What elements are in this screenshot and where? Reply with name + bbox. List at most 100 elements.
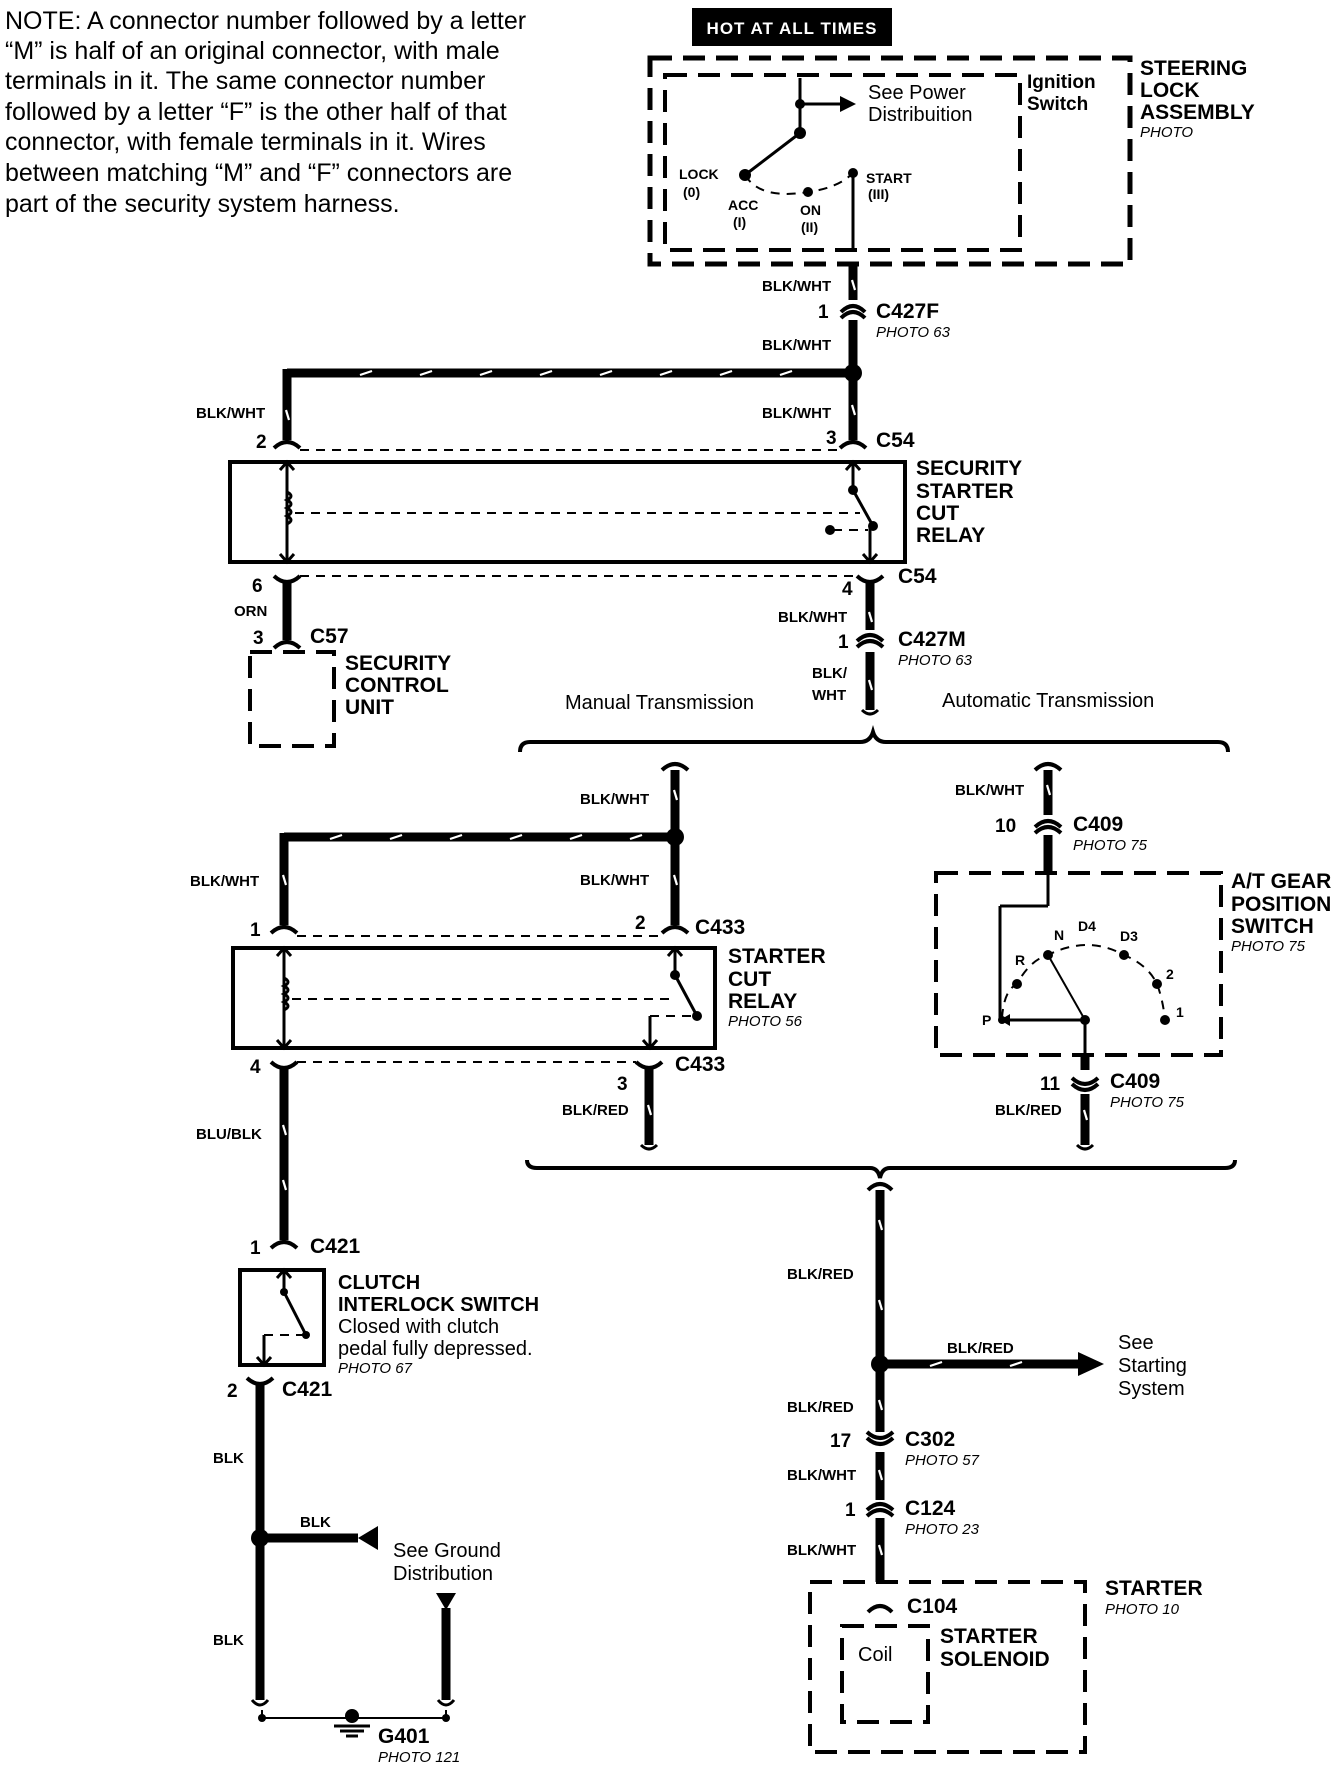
wire-label-blk-wht-12: BLK/WHT <box>787 1542 856 1559</box>
starter-feed: BLK/RED BLK/RED See Starting System BLK/… <box>787 1182 1187 1582</box>
starter-outline <box>808 1580 1087 1754</box>
security-control-unit-outline <box>248 650 336 748</box>
ignition-label-1: Ignition <box>1027 72 1096 93</box>
wire-stripes <box>281 279 1089 1556</box>
lock-label: LOCK <box>679 166 719 182</box>
pin-c54-6: 6 <box>252 576 263 597</box>
photo-g401: PHOTO 121 <box>378 1749 460 1766</box>
connector-c104: C104 <box>907 1595 958 1618</box>
acc-sub: (I) <box>733 214 746 230</box>
wire-label-blk-wht-6b: WHT <box>812 687 846 704</box>
starter-relay-label-3: RELAY <box>728 990 797 1013</box>
ground-symbol-icon <box>345 1709 359 1723</box>
pin-c433-3: 3 <box>617 1074 628 1095</box>
connector-c427f: C427F <box>876 300 939 323</box>
starter-relay-label-1: STARTER <box>728 945 826 968</box>
pin-c427m-1: 1 <box>838 632 849 653</box>
transmission-brace: Manual Transmission Automatic Transmissi… <box>518 690 1230 753</box>
pin-c124-1: 1 <box>845 1500 856 1521</box>
join-brace <box>525 1159 1237 1179</box>
sec-unit-label-2: CONTROL <box>345 674 449 697</box>
manual-transmission-label: Manual Transmission <box>565 692 754 714</box>
steering-lock-label-1: STEERING <box>1140 57 1247 80</box>
sec-relay-label-3: CUT <box>916 502 959 525</box>
solenoid-label-2: SOLENOID <box>940 1648 1050 1671</box>
automatic-branch: BLK/WHT 10 C409 PHOTO 75 A/T GEAR POSITI… <box>934 762 1331 1151</box>
c54-lower: 6 ORN 3 C57 SECURITY CONTROL UNIT 4 C54 … <box>234 565 973 748</box>
connector-c427m: C427M <box>898 628 966 651</box>
pin-c433-2: 2 <box>635 913 646 934</box>
pin-c54-3: 3 <box>826 428 837 449</box>
clutch-desc-2: pedal fully depressed. <box>338 1338 533 1360</box>
clutch-interlock-switch: CLUTCH INTERLOCK SWITCH Closed with clut… <box>227 1267 539 1402</box>
starter: STARTER PHOTO 10 C104 Coil STARTER SOLEN… <box>808 1577 1203 1754</box>
photo-c427m: PHOTO 63 <box>898 652 973 669</box>
start-label: START <box>866 170 912 186</box>
solenoid-label-1: STARTER <box>940 1625 1038 1648</box>
note-line-4: followed by a letter “F” is the other ha… <box>5 98 507 126</box>
note-block: NOTE: A connector number followed by a l… <box>5 7 526 218</box>
see-power-arrow-icon <box>840 96 856 112</box>
wire-label-blk-wht-6a: BLK/ <box>812 665 848 682</box>
wire-label-blk-wht-11: BLK/WHT <box>787 1467 856 1484</box>
connector-c421-bottom: C421 <box>282 1378 333 1401</box>
at-switch-label-2: POSITION <box>1231 893 1331 916</box>
see-power-label-1: See Power <box>868 82 966 104</box>
lock-sub: (0) <box>683 184 700 200</box>
see-starting-arrow-icon <box>1078 1352 1104 1376</box>
coil-outline <box>840 1624 930 1724</box>
pin-c427f-1: 1 <box>818 302 829 323</box>
sec-relay-label-1: SECURITY <box>916 457 1022 480</box>
wire-label-blk-red-2: BLK/RED <box>995 1102 1062 1119</box>
wire-label-blk-wht-8: BLK/WHT <box>190 873 259 890</box>
note-line-2: “M” is half of an original connector, wi… <box>5 37 500 65</box>
ground-g401: G401 <box>378 1725 430 1748</box>
photo-starter-relay: PHOTO 56 <box>728 1013 803 1030</box>
ground-section: BLK BLK See Ground Distribution BLK G401… <box>213 1385 501 1766</box>
see-power-label-2: Distribuition <box>868 104 972 126</box>
pin-c54-4: 4 <box>842 579 853 600</box>
sec-unit-label-1: SECURITY <box>345 652 451 675</box>
starter-relay-label-2: CUT <box>728 968 771 991</box>
wire-label-orn: ORN <box>234 603 267 620</box>
wire-label-blk-red-5: BLK/RED <box>787 1399 854 1416</box>
see-ground-label-1: See Ground <box>393 1540 501 1562</box>
hot-at-all-times-badge: HOT AT ALL TIMES <box>692 8 892 46</box>
connector-c433-bottom: C433 <box>675 1053 725 1076</box>
pin-c57-3: 3 <box>253 628 264 649</box>
ground-arrow-icon <box>436 1593 456 1610</box>
ignition-switch-outline <box>663 73 1022 252</box>
connector-c433-top: C433 <box>695 916 745 939</box>
on-sub: (II) <box>801 219 818 235</box>
wire-label-blk-wht-2: BLK/WHT <box>762 337 831 354</box>
sec-unit-label-3: UNIT <box>345 696 394 719</box>
see-starting-label-1: See <box>1118 1332 1154 1354</box>
gear-d3: D3 <box>1120 928 1138 944</box>
steering-lock-assembly: STEERING LOCK ASSEMBLY PHOTO Ignition Sw… <box>647 55 1255 267</box>
gear-d4: D4 <box>1078 918 1096 934</box>
on-label: ON <box>800 202 821 218</box>
photo-c124: PHOTO 23 <box>905 1521 980 1538</box>
clutch-switch-box <box>238 1268 326 1367</box>
ignition-label-2: Switch <box>1027 94 1088 115</box>
automatic-transmission-label: Automatic Transmission <box>942 690 1154 712</box>
wire-label-blu-blk: BLU/BLK <box>196 1126 262 1143</box>
clutch-desc-1: Closed with clutch <box>338 1316 499 1338</box>
steering-lock-label-3: ASSEMBLY <box>1140 101 1255 124</box>
wire-label-blk-wht-10: BLK/WHT <box>955 782 1024 799</box>
security-starter-cut-relay: SECURITY STARTER CUT RELAY <box>228 457 1022 565</box>
gear-n: N <box>1054 927 1064 943</box>
steering-lock-photo: PHOTO <box>1140 124 1193 141</box>
starter-label: STARTER <box>1105 1577 1203 1600</box>
see-starting-label-2: Starting <box>1118 1355 1187 1377</box>
note-line-6: between matching “M” and “F” connectors … <box>5 159 512 187</box>
connector-c421-top: C421 <box>310 1235 361 1258</box>
gear-p: P <box>982 1012 991 1028</box>
wire-label-blk-red-3: BLK/RED <box>787 1266 854 1283</box>
at-gear-switch-outline <box>934 871 1223 1057</box>
wire-label-blk-red-4: BLK/RED <box>947 1340 1014 1357</box>
connector-c409-top: C409 <box>1073 813 1123 836</box>
sec-relay-label-4: RELAY <box>916 524 985 547</box>
steering-lock-outline <box>647 55 1133 267</box>
